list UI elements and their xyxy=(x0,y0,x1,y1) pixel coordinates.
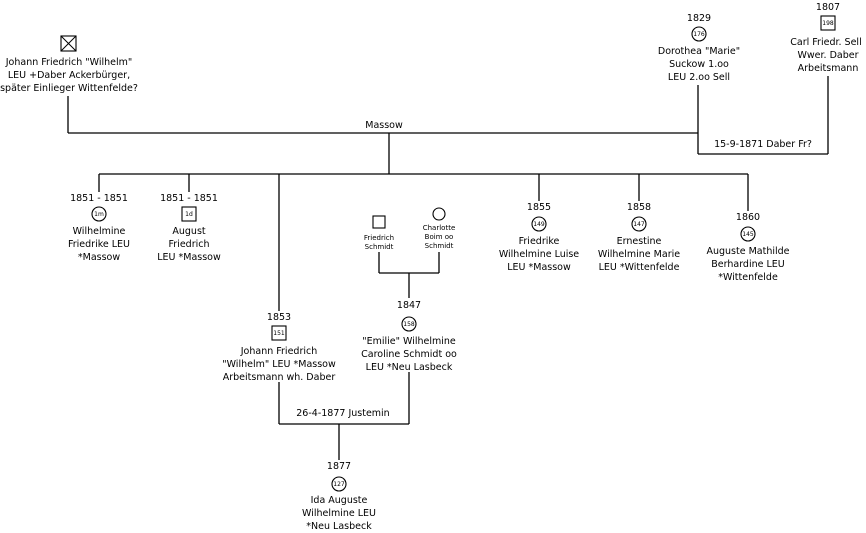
person-friedrich-schmidt[interactable]: Friedrich Schmidt xyxy=(364,215,394,251)
person-id: 127 xyxy=(333,481,345,488)
female-icon xyxy=(91,206,107,222)
person-august[interactable]: 1851 - 1851 1d August Friedrich LEU *Mas… xyxy=(157,193,221,263)
person-dorothea-marie[interactable]: 1829 176 Dorothea "Marie" Suckow 1.oo LE… xyxy=(658,13,740,83)
person-name-line: Wilhelmine LEU xyxy=(302,508,376,519)
person-name-line: Wwer. Daber xyxy=(798,50,859,61)
person-year: 1877 xyxy=(327,461,351,472)
person-id: 149 xyxy=(533,221,545,228)
female-icon xyxy=(531,216,547,232)
person-name-line: später Einlieger Wittenfelde? xyxy=(0,83,138,94)
marriage-label-sell: 15-9-1871 Daber Fr? xyxy=(714,139,812,150)
male-icon xyxy=(372,215,386,229)
person-name-line: Friedrike LEU xyxy=(68,239,130,250)
person-name-line: LEU *Wittenfelde xyxy=(599,262,680,273)
person-name-line: LEU *Neu Lasbeck xyxy=(366,362,453,373)
person-wilhelmine[interactable]: 1851 - 1851 1m Wilhelmine Friedrike LEU … xyxy=(68,193,130,263)
person-id: 1m xyxy=(94,211,104,218)
person-friedrike[interactable]: 1855 149 Friedrike Wilhelmine Luise LEU … xyxy=(499,202,579,273)
person-year: 1807 xyxy=(816,2,840,13)
person-name-line: *Massow xyxy=(78,252,120,263)
person-year: 1847 xyxy=(397,300,421,311)
person-year: 1851 - 1851 xyxy=(160,193,218,204)
person-name-line: Dorothea "Marie" xyxy=(658,46,740,57)
female-icon xyxy=(401,316,417,332)
person-year: 1853 xyxy=(267,312,291,323)
person-name-line: Carl Friedr. Sell xyxy=(790,37,861,48)
person-name-line: Friedrike xyxy=(519,236,560,247)
person-ernestine[interactable]: 1858 147 Ernestine Wilhelmine Marie LEU … xyxy=(598,202,680,273)
person-name-line: *Neu Lasbeck xyxy=(306,521,372,532)
person-name-line: Berhardine LEU xyxy=(711,259,785,270)
person-name-line: Wilhelmine Marie xyxy=(598,249,680,260)
person-name-line: *Wittenfelde xyxy=(718,272,778,283)
person-name-line: Schmidt xyxy=(425,242,454,250)
person-name-line: "Emilie" Wilhelmine xyxy=(362,336,456,347)
person-id: 198 xyxy=(822,20,834,27)
female-icon xyxy=(432,207,446,221)
person-emilie[interactable]: 1847 158 "Emilie" Wilhelmine Caroline Sc… xyxy=(361,300,457,373)
person-name-line: Wilhelmine Luise xyxy=(499,249,579,260)
person-id: 145 xyxy=(742,231,754,238)
female-icon xyxy=(331,476,347,492)
person-id: 147 xyxy=(633,221,645,228)
male-icon xyxy=(181,206,197,222)
person-name-line: LEU 2.oo Sell xyxy=(668,72,730,83)
person-name-line: Wilhelmine xyxy=(73,226,126,237)
person-name-line: LEU *Massow xyxy=(157,252,221,263)
person-name-line: Arbeitsmann xyxy=(798,63,859,74)
person-year: 1829 xyxy=(687,13,711,24)
female-icon xyxy=(691,26,707,42)
person-name-line: Boim oo xyxy=(425,233,454,241)
person-name-line: Schmidt xyxy=(365,243,394,251)
person-name-line: Auguste Mathilde xyxy=(706,246,789,257)
person-id: 158 xyxy=(403,321,415,328)
person-name-line: August xyxy=(172,226,206,237)
person-name-line: LEU *Massow xyxy=(507,262,571,273)
person-name-line: Friedrich xyxy=(364,234,394,242)
person-id: 176 xyxy=(693,31,705,38)
person-carl-friedr-sell[interactable]: 1807 198 Carl Friedr. Sell Wwer. Daber A… xyxy=(790,2,861,74)
connector-lines xyxy=(67,76,829,460)
person-charlotte-boim[interactable]: Charlotte Boim oo Schmidt xyxy=(423,207,456,250)
person-year: 1855 xyxy=(527,202,551,213)
female-icon xyxy=(631,216,647,232)
person-year: 1851 - 1851 xyxy=(70,193,128,204)
person-name-line: "Wilhelm" LEU *Massow xyxy=(222,359,336,370)
person-name-line: Johann Friedrich "Wilhelm" xyxy=(5,57,132,68)
person-johann-friedrich-wilhelm-sr[interactable]: Johann Friedrich "Wilhelm" LEU +Daber Ac… xyxy=(0,35,138,94)
male-icon xyxy=(820,15,836,31)
person-auguste-mathilde[interactable]: 1860 145 Auguste Mathilde Berhardine LEU… xyxy=(706,212,789,283)
female-icon xyxy=(740,226,756,242)
person-ida-auguste[interactable]: 1877 127 Ida Auguste Wilhelmine LEU *Neu… xyxy=(302,461,376,532)
person-name-line: Friedrich xyxy=(169,239,210,250)
person-name-line: LEU +Daber Ackerbürger, xyxy=(8,70,130,81)
person-name-line: Ernestine xyxy=(617,236,662,247)
person-id: 1d xyxy=(185,211,193,218)
marriage-label-children-couple: 26-4-1877 Justemin xyxy=(296,408,389,419)
person-name-line: Suckow 1.oo xyxy=(669,59,729,70)
person-name-line: Johann Friedrich xyxy=(240,346,318,357)
male-icon xyxy=(271,325,287,341)
person-johann-friedrich-wilhelm-jr[interactable]: 1853 151 Johann Friedrich "Wilhelm" LEU … xyxy=(222,312,336,383)
marriage-label-main: Massow xyxy=(365,120,403,131)
person-year: 1858 xyxy=(627,202,651,213)
person-year: 1860 xyxy=(736,212,760,223)
person-name-line: Ida Auguste xyxy=(311,495,368,506)
person-name-line: Arbeitsmann wh. Daber xyxy=(223,372,336,383)
person-name-line: Charlotte xyxy=(423,224,456,232)
person-id: 151 xyxy=(273,330,285,337)
person-name-line: Caroline Schmidt oo xyxy=(361,349,457,360)
